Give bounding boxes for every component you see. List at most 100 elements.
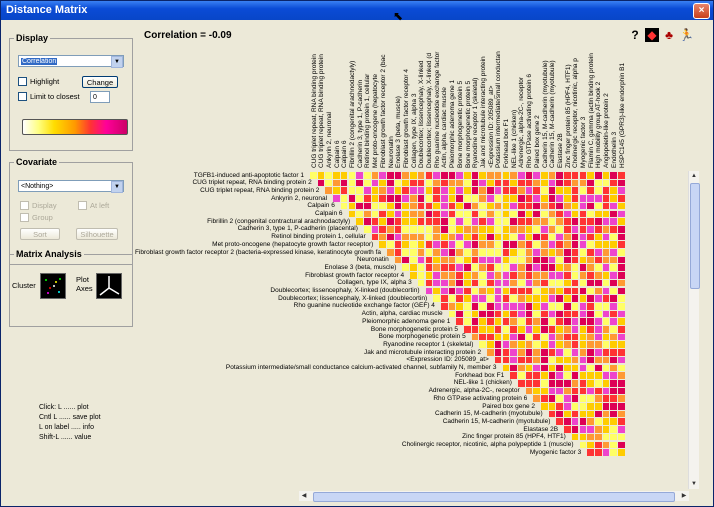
matrix-cell[interactable] <box>471 179 479 187</box>
matrix-cell[interactable] <box>464 210 471 218</box>
matrix-cell[interactable] <box>379 225 386 233</box>
matrix-cell[interactable] <box>579 364 587 372</box>
matrix-cell[interactable] <box>618 279 625 287</box>
matrix-cell[interactable] <box>571 295 579 302</box>
matrix-cell[interactable] <box>594 241 602 248</box>
matrix-cell[interactable] <box>448 172 456 179</box>
matrix-cell[interactable] <box>618 249 625 256</box>
matrix-cell[interactable] <box>548 333 556 341</box>
matrix-cell[interactable] <box>594 210 602 218</box>
matrix-cell[interactable] <box>494 225 502 233</box>
matrix-cell[interactable] <box>502 302 510 310</box>
matrix-cell[interactable] <box>333 179 340 187</box>
matrix-cell[interactable] <box>579 187 587 195</box>
matrix-cell[interactable] <box>533 364 540 372</box>
column-label[interactable]: Neuronatin <box>387 136 395 168</box>
matrix-cell[interactable] <box>525 302 533 310</box>
matrix-cell[interactable] <box>533 179 540 187</box>
matrix-cell[interactable] <box>494 233 502 241</box>
matrix-cell[interactable] <box>610 172 617 179</box>
matrix-cell[interactable] <box>556 279 564 287</box>
matrix-cell[interactable] <box>564 172 571 179</box>
matrix-cell[interactable] <box>440 218 448 225</box>
matrix-cell[interactable] <box>517 356 525 364</box>
matrix-cell[interactable] <box>402 179 410 187</box>
matrix-cell[interactable] <box>525 287 533 295</box>
matrix-cell[interactable] <box>471 249 479 256</box>
matrix-cell[interactable] <box>533 272 540 279</box>
row-label[interactable]: Forkhead box F1 <box>455 371 505 379</box>
column-label[interactable]: Elastase 2B <box>556 133 564 168</box>
matrix-cell[interactable] <box>525 218 533 225</box>
matrix-cell[interactable] <box>602 179 610 187</box>
matrix-cell[interactable] <box>618 356 625 364</box>
matrix-cell[interactable] <box>502 187 510 195</box>
matrix-cell[interactable] <box>556 310 564 318</box>
matrix-cell[interactable] <box>379 241 386 248</box>
matrix-cell[interactable] <box>587 302 594 310</box>
matrix-cell[interactable] <box>494 256 502 264</box>
matrix-cell[interactable] <box>479 341 487 349</box>
matrix-cell[interactable] <box>464 233 471 241</box>
matrix-cell[interactable] <box>594 264 602 272</box>
matrix-cell[interactable] <box>618 233 625 241</box>
matrix-cell[interactable] <box>579 387 587 395</box>
matrix-cell[interactable] <box>579 433 587 441</box>
matrix-cell[interactable] <box>440 295 448 302</box>
matrix-cell[interactable] <box>533 318 540 325</box>
matrix-cell[interactable] <box>410 202 417 210</box>
matrix-cell[interactable] <box>533 310 540 318</box>
matrix-cell[interactable] <box>417 264 425 272</box>
matrix-cell[interactable] <box>340 187 348 195</box>
column-label[interactable]: High mobility group AT-hook 2 <box>595 81 603 168</box>
matrix-cell[interactable] <box>610 241 617 248</box>
matrix-cell[interactable] <box>556 410 564 418</box>
matrix-cell[interactable] <box>517 187 525 195</box>
matrix-cell[interactable] <box>494 356 502 364</box>
matrix-cell[interactable] <box>610 372 617 379</box>
matrix-cell[interactable] <box>579 264 587 272</box>
matrix-cell[interactable] <box>594 341 602 349</box>
matrix-cell[interactable] <box>433 179 440 187</box>
matrix-cell[interactable] <box>548 295 556 302</box>
matrix-cell[interactable] <box>541 249 548 256</box>
matrix-cell[interactable] <box>456 202 463 210</box>
matrix-cell[interactable] <box>440 225 448 233</box>
matrix-cell[interactable] <box>564 210 571 218</box>
row-label[interactable]: <Expression ID: 205089_at> <box>406 356 489 364</box>
matrix-cell[interactable] <box>618 326 625 333</box>
matrix-cell[interactable] <box>618 241 625 248</box>
matrix-cell[interactable] <box>371 195 379 202</box>
row-label[interactable]: Actin, alpha, cardiac muscle <box>361 310 443 318</box>
matrix-cell[interactable] <box>517 295 525 302</box>
matrix-cell[interactable] <box>417 272 425 279</box>
matrix-cell[interactable] <box>517 326 525 333</box>
matrix-cell[interactable] <box>571 279 579 287</box>
matrix-cell[interactable] <box>440 241 448 248</box>
matrix-cell[interactable] <box>517 333 525 341</box>
matrix-cell[interactable] <box>525 233 533 241</box>
column-label[interactable]: Jak and microtubule interacting protein <box>479 56 487 168</box>
matrix-cell[interactable] <box>433 264 440 272</box>
matrix-cell[interactable] <box>510 272 517 279</box>
matrix-cell[interactable] <box>394 179 402 187</box>
matrix-cell[interactable] <box>587 172 594 179</box>
matrix-cell[interactable] <box>556 295 564 302</box>
matrix-cell[interactable] <box>541 195 548 202</box>
matrix-cell[interactable] <box>517 233 525 241</box>
matrix-cell[interactable] <box>579 302 587 310</box>
matrix-cell[interactable] <box>317 179 325 187</box>
column-label[interactable]: Retinol binding protein 1, cellular <box>364 73 372 168</box>
matrix-cell[interactable] <box>410 225 417 233</box>
matrix-cell[interactable] <box>479 195 487 202</box>
matrix-cell[interactable] <box>402 264 410 272</box>
matrix-cell[interactable] <box>556 318 564 325</box>
matrix-cell[interactable] <box>571 356 579 364</box>
matrix-cell[interactable] <box>456 179 463 187</box>
matrix-cell[interactable] <box>579 326 587 333</box>
matrix-cell[interactable] <box>387 179 394 187</box>
matrix-cell[interactable] <box>487 233 494 241</box>
matrix-cell[interactable] <box>510 279 517 287</box>
help-icon[interactable]: ? <box>631 28 639 42</box>
highlight-checkbox[interactable]: Highlight <box>18 77 59 86</box>
